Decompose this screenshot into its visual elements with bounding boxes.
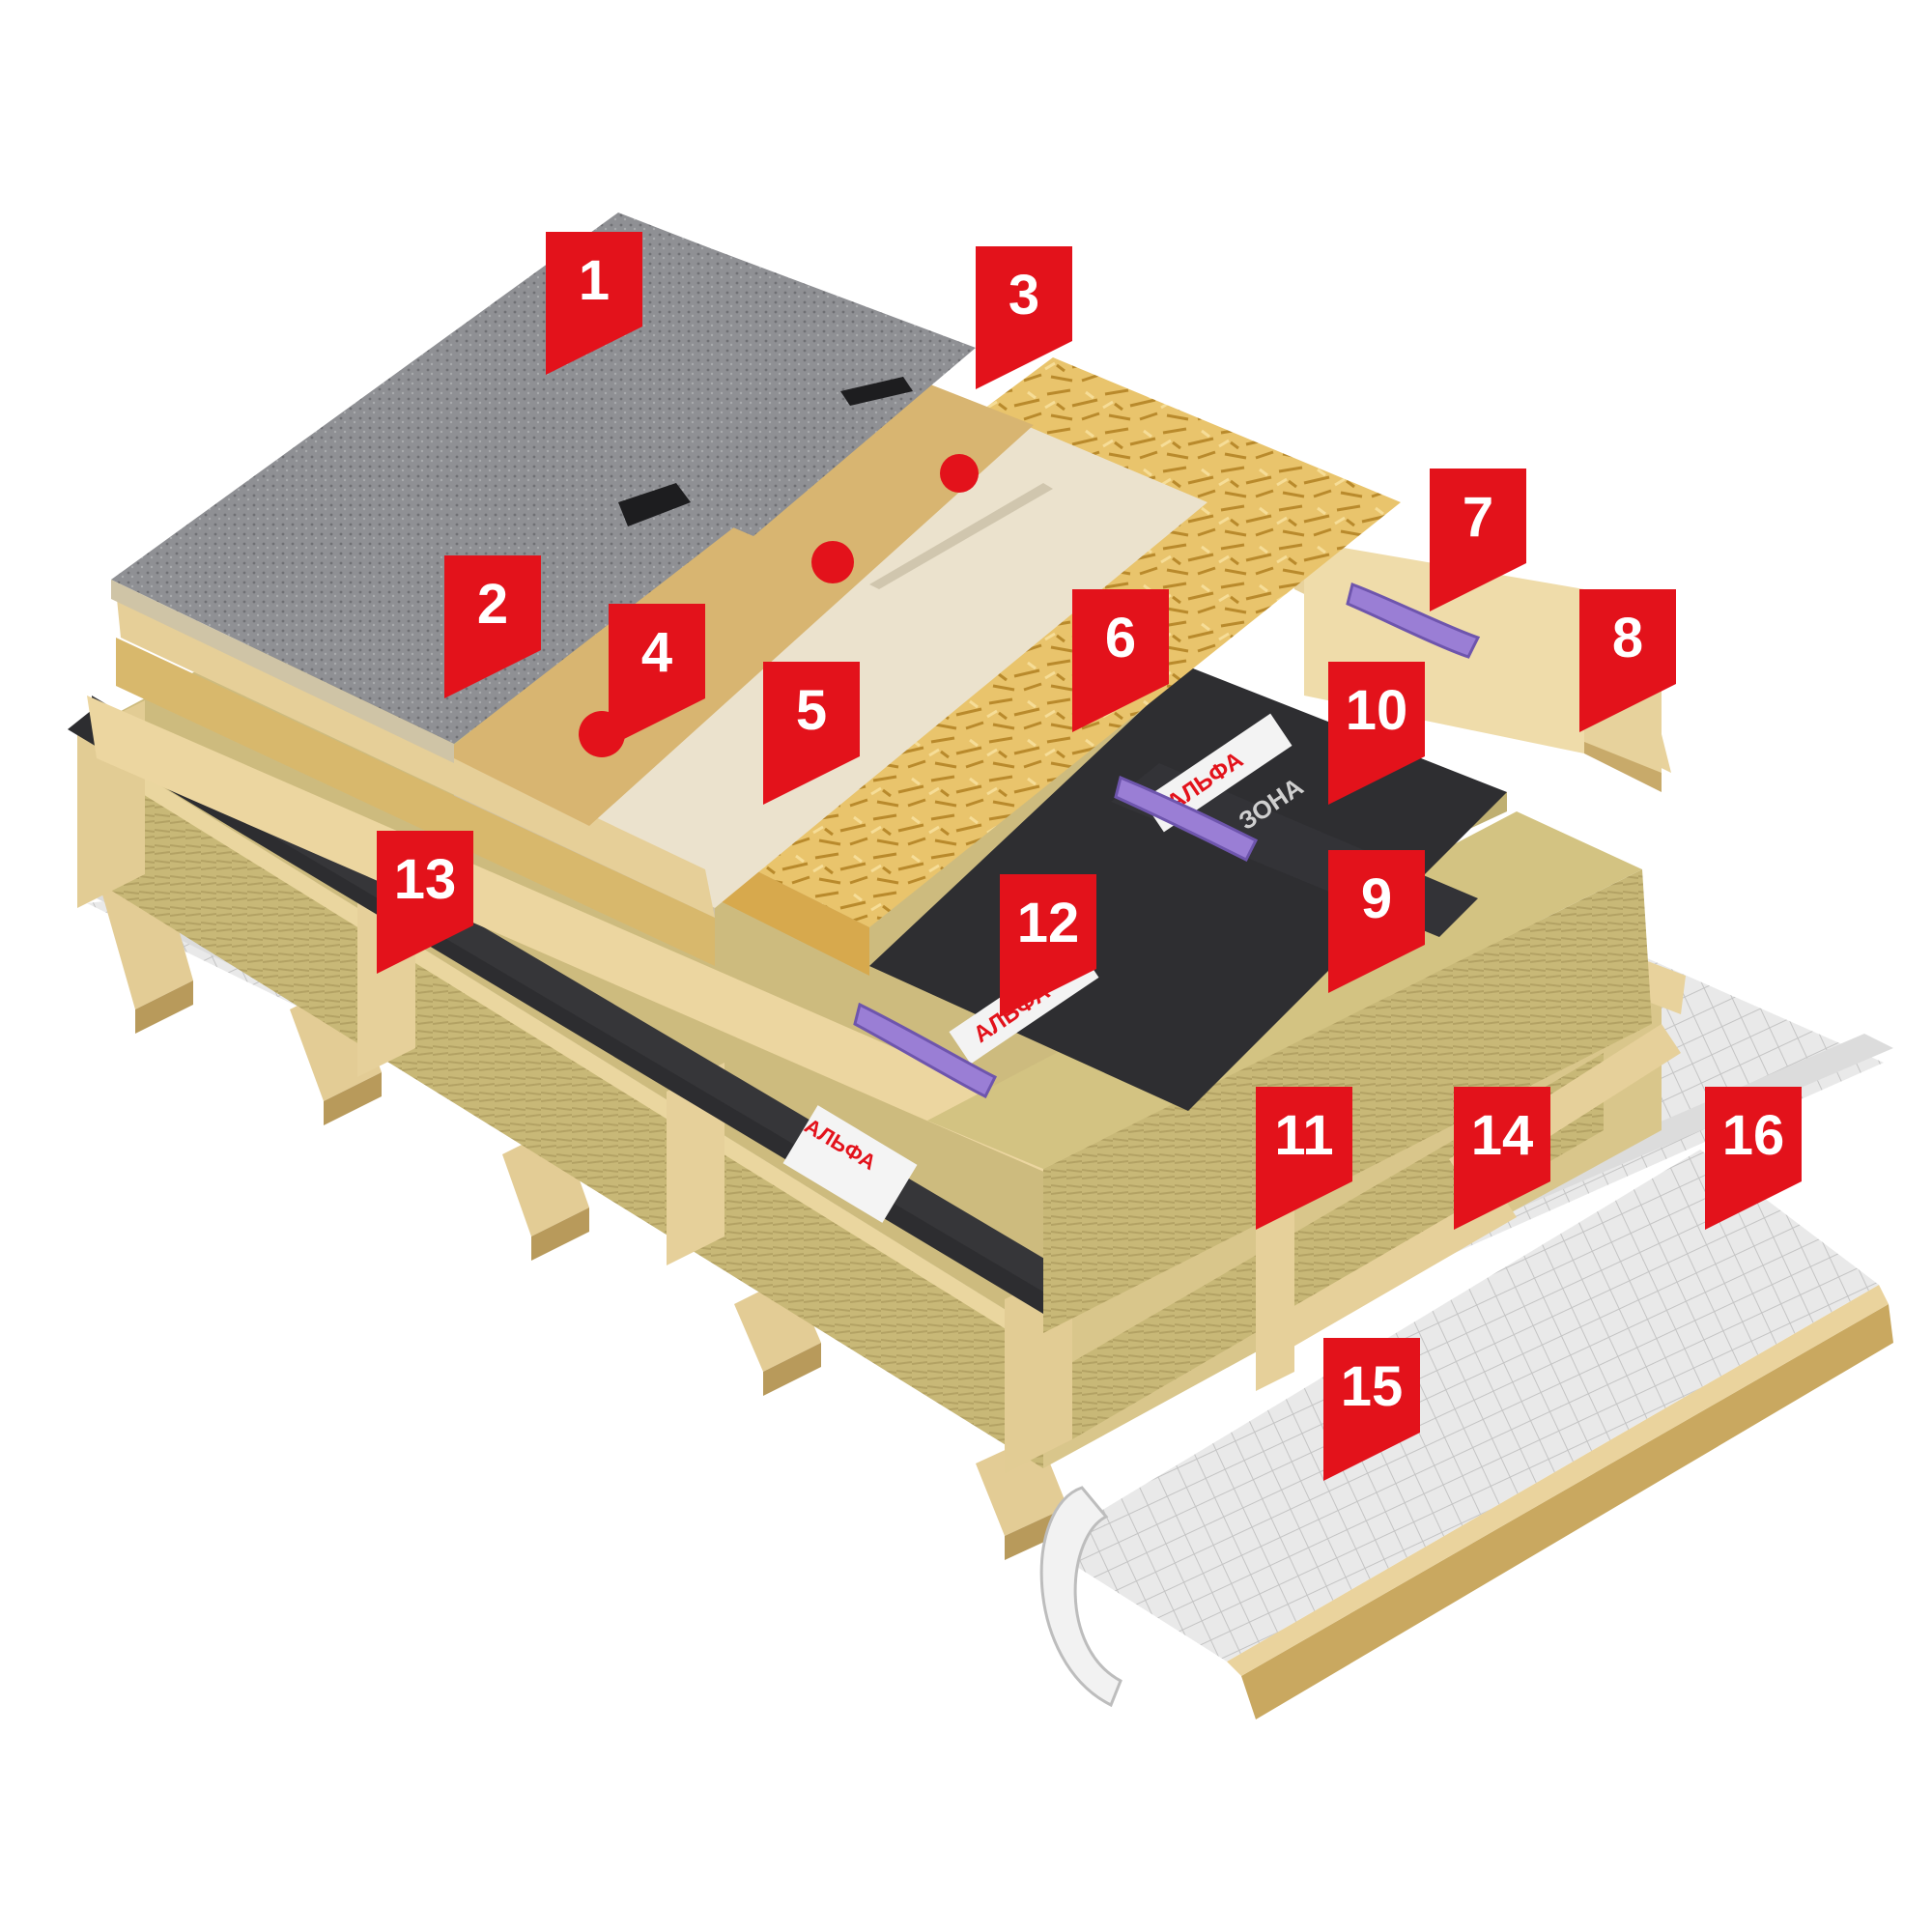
marker-3: 3 bbox=[976, 246, 1072, 389]
svg-text:7: 7 bbox=[1463, 486, 1493, 549]
marker-16: 16 bbox=[1705, 1087, 1802, 1230]
marker-4: 4 bbox=[609, 604, 705, 747]
svg-text:9: 9 bbox=[1361, 867, 1392, 930]
marker-6: 6 bbox=[1072, 589, 1169, 732]
svg-text:6: 6 bbox=[1105, 607, 1136, 669]
ceiling-board bbox=[1043, 1150, 1893, 1719]
svg-text:8: 8 bbox=[1612, 607, 1643, 669]
marker-12: 12 bbox=[1000, 874, 1096, 1017]
svg-text:16: 16 bbox=[1722, 1104, 1785, 1167]
marker-15: 15 bbox=[1323, 1338, 1420, 1481]
marker-13: 13 bbox=[377, 831, 473, 974]
svg-text:1: 1 bbox=[579, 249, 610, 312]
marker-2: 2 bbox=[444, 555, 541, 698]
svg-text:3: 3 bbox=[1009, 264, 1039, 327]
marker-5: 5 bbox=[763, 662, 860, 805]
marker-10: 10 bbox=[1328, 662, 1425, 805]
svg-text:15: 15 bbox=[1341, 1355, 1404, 1418]
marker-7: 7 bbox=[1430, 469, 1526, 611]
sealant-strips bbox=[853, 582, 1481, 1099]
tape-roll bbox=[1039, 1486, 1122, 1708]
svg-text:5: 5 bbox=[796, 679, 827, 742]
marker-14: 14 bbox=[1454, 1087, 1550, 1230]
marker-9: 9 bbox=[1328, 850, 1425, 993]
svg-text:11: 11 bbox=[1274, 1104, 1333, 1167]
svg-text:10: 10 bbox=[1346, 679, 1408, 742]
svg-text:14: 14 bbox=[1471, 1104, 1534, 1167]
marker-1: 1 bbox=[546, 232, 642, 375]
marker-8: 8 bbox=[1579, 589, 1676, 732]
svg-text:4: 4 bbox=[641, 621, 672, 684]
svg-text:13: 13 bbox=[394, 848, 457, 911]
marker-11: 11 bbox=[1256, 1087, 1352, 1230]
svg-text:12: 12 bbox=[1017, 892, 1080, 954]
svg-text:2: 2 bbox=[477, 573, 508, 636]
bitumen-shingles bbox=[111, 213, 976, 763]
adhesive-layer bbox=[444, 372, 1034, 826]
